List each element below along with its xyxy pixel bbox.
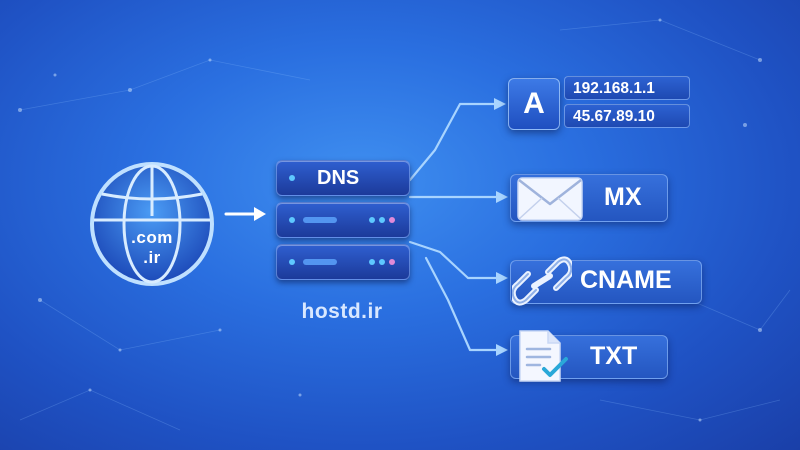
domain-globe: .com .ir — [88, 160, 216, 288]
arrowhead-txt — [496, 344, 508, 356]
drive-slot — [303, 259, 337, 265]
connector-cname — [408, 240, 500, 280]
activity-led — [379, 217, 385, 223]
status-led — [289, 175, 295, 181]
connector-a — [408, 102, 498, 182]
arrowhead-a — [494, 98, 506, 110]
chain-link-icon — [512, 256, 572, 306]
globe-icon — [90, 162, 214, 286]
status-led — [289, 259, 295, 265]
brand-label: hostd.ir — [301, 300, 383, 323]
dns-server: DNS — [276, 160, 410, 280]
server-unit-top: DNS — [276, 160, 410, 196]
mx-record-label: MX — [604, 183, 642, 211]
activity-led — [389, 259, 395, 265]
tld-ir-label: .ir — [143, 248, 161, 267]
a-record-ip-2: 45.67.89.10 — [564, 104, 690, 128]
status-led — [289, 217, 295, 223]
server-unit-middle — [276, 202, 410, 238]
drive-slot — [303, 217, 337, 223]
dns-label: DNS — [317, 167, 360, 189]
arrowhead-mx — [496, 191, 508, 203]
cname-record-label: CNAME — [580, 266, 672, 294]
activity-led — [369, 259, 375, 265]
activity-led — [389, 217, 395, 223]
connector-txt — [424, 256, 500, 352]
envelope-icon — [517, 177, 583, 221]
arrowhead-cname — [496, 272, 508, 284]
document-check-icon — [519, 330, 568, 382]
activity-led — [379, 259, 385, 265]
txt-record-label: TXT — [590, 342, 638, 370]
activity-led — [369, 217, 375, 223]
a-record-ip-1: 192.168.1.1 — [564, 76, 690, 100]
server-unit-bottom — [276, 244, 410, 280]
a-record-tile: A — [508, 78, 560, 130]
tld-com-label: .com — [131, 228, 173, 247]
arrow-right-icon — [224, 207, 266, 221]
